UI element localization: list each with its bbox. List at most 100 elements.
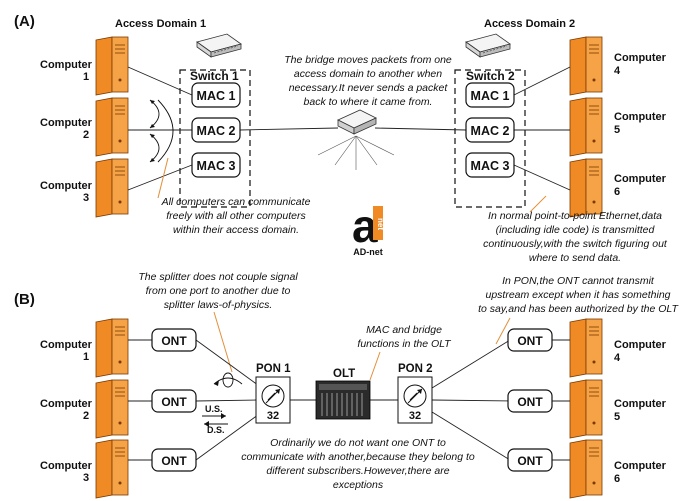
svg-text:exceptions: exceptions: [333, 479, 384, 491]
computer-b5-label: Computer: [614, 398, 667, 410]
computer-3-number: 3: [83, 192, 89, 204]
mac-right-3-label: MAC 3: [471, 159, 510, 173]
bridge-note: The bridge moves packets from one access…: [284, 54, 452, 108]
computer-b4-label: Computer: [614, 339, 667, 351]
svg-text:where to send data.: where to send data.: [529, 252, 621, 264]
svg-text:ONT: ONT: [517, 395, 543, 409]
mac-box-right-3: MAC 3: [465, 152, 515, 178]
communication-arrows: [149, 99, 174, 163]
pon-1-label: PON 1: [256, 363, 291, 375]
mac-box-left-2: MAC 2: [191, 117, 241, 143]
svg-text:to say,and has been authorized: to say,and has been authorized by the OL…: [478, 303, 679, 315]
mac-box-right-2: MAC 2: [465, 117, 515, 143]
svg-text:back to where it came from.: back to where it came from.: [304, 96, 433, 108]
svg-text:different subscribers.However,: different subscribers.However,there are: [266, 465, 449, 477]
pon-2-ratio: 32: [409, 410, 421, 422]
computer-b6-number: 6: [614, 473, 620, 485]
mac-right-2-label: MAC 2: [471, 124, 510, 138]
splitter-loop-icon: [213, 372, 243, 388]
svg-text:splitter laws-of-physics.: splitter laws-of-physics.: [164, 299, 273, 311]
svg-text:All computers can communicate: All computers can communicate: [161, 196, 311, 208]
computer-2-number: 2: [83, 129, 89, 141]
mac-left-1-label: MAC 1: [197, 89, 236, 103]
svg-text:ONT: ONT: [161, 454, 187, 468]
svg-text:ONT: ONT: [517, 454, 543, 468]
svg-text:necessary.It never sends a pac: necessary.It never sends a packet: [289, 82, 449, 94]
pon-1-splitter: 32: [255, 376, 291, 424]
computer-3-label: Computer: [40, 180, 93, 192]
computer-5-icon: [569, 97, 603, 157]
computer-6-label: Computer: [614, 173, 667, 185]
svg-text:D.S.: D.S.: [207, 425, 225, 435]
pon-1-ratio: 32: [267, 410, 279, 422]
splitter-note: The splitter does not couple signal from…: [138, 271, 298, 311]
olt-chassis-icon: [315, 380, 371, 420]
computer-b6-icon: [569, 439, 603, 499]
communicate-note: All computers can communicate freely wit…: [161, 196, 311, 236]
bridge-device-icon: [317, 109, 395, 170]
splitter-pointer: [213, 311, 233, 373]
computer-b2-number: 2: [83, 410, 89, 422]
pon-2-splitter: 32: [397, 376, 433, 424]
svg-text:MAC and bridge: MAC and bridge: [366, 324, 442, 336]
svg-text:U.S.: U.S.: [205, 404, 223, 414]
ont-box-right-3: ONT: [507, 448, 553, 472]
svg-text:upstream except when it has so: upstream except when it has something: [485, 289, 670, 301]
computer-b1-label: Computer: [40, 339, 93, 351]
svg-text:ONT: ONT: [161, 395, 187, 409]
svg-text:access domain to another when: access domain to another when: [294, 68, 442, 80]
pon-2-label: PON 2: [398, 363, 433, 375]
mac-box-left-1: MAC 1: [191, 82, 241, 108]
ont-box-right-1: ONT: [507, 328, 553, 352]
mac-box-left-3: MAC 3: [191, 152, 241, 178]
svg-text:within their access domain.: within their access domain.: [173, 224, 299, 236]
computer-2-label: Computer: [40, 117, 93, 129]
computer-1-number: 1: [83, 71, 89, 83]
mac-left-3-label: MAC 3: [197, 159, 236, 173]
mac-right-1-label: MAC 1: [471, 89, 510, 103]
ethernet-pointer: [529, 195, 547, 213]
svg-text:In PON,the ONT cannot transmit: In PON,the ONT cannot transmit: [502, 275, 655, 287]
downstream-arrow: D.S.: [204, 421, 228, 435]
computer-2-icon: [95, 97, 129, 157]
computer-b2-label: Computer: [40, 398, 93, 410]
svg-text:The bridge moves packets from: The bridge moves packets from one: [284, 54, 452, 66]
computer-b1-icon: [95, 318, 129, 378]
svg-text:from one port to another due t: from one port to another due to: [146, 285, 291, 297]
access-domain-2-title: Access Domain 2: [484, 18, 575, 30]
section-b-label: (B): [14, 291, 35, 308]
computer-b4-number: 4: [614, 352, 621, 364]
computer-b3-number: 3: [83, 472, 89, 484]
computer-4-label: Computer: [614, 52, 667, 64]
svg-text:ONT: ONT: [517, 334, 543, 348]
pon-pointer: [495, 317, 511, 345]
adnet-logo: a net AD-net: [352, 200, 385, 257]
computer-b4-icon: [569, 318, 603, 378]
switch-2-boundary: [454, 69, 526, 208]
ont-box-left-1: ONT: [151, 328, 197, 352]
computer-b2-icon: [95, 379, 129, 439]
computer-b5-icon: [569, 379, 603, 439]
computer-6-number: 6: [614, 186, 620, 198]
olt-note: MAC and bridge functions in the OLT: [357, 324, 452, 350]
svg-text:ONT: ONT: [161, 334, 187, 348]
switch-2-hub-icon: [465, 33, 511, 58]
svg-text:In normal point-to-point Ether: In normal point-to-point Ethernet,data: [488, 210, 662, 222]
switch-1-hub-icon: [196, 33, 242, 58]
computer-1-icon: [95, 36, 129, 96]
computer-b3-icon: [95, 439, 129, 499]
access-domain-1-title: Access Domain 1: [115, 18, 206, 30]
svg-text:functions in the OLT: functions in the OLT: [357, 338, 452, 350]
computer-b1-number: 1: [83, 351, 89, 363]
computer-b6-label: Computer: [614, 460, 667, 472]
computer-1-label: Computer: [40, 59, 93, 71]
computer-6-icon: [569, 158, 603, 218]
switch-2-label: Switch 2: [466, 69, 515, 83]
logo-badge: net: [376, 218, 385, 230]
logo-caption: AD-net: [353, 247, 383, 257]
olt-pointer: [369, 351, 381, 381]
mac-left-2-label: MAC 2: [197, 124, 236, 138]
ont-box-right-2: ONT: [507, 389, 553, 413]
svg-text:communicate with another,becau: communicate with another,because they be…: [241, 451, 475, 463]
